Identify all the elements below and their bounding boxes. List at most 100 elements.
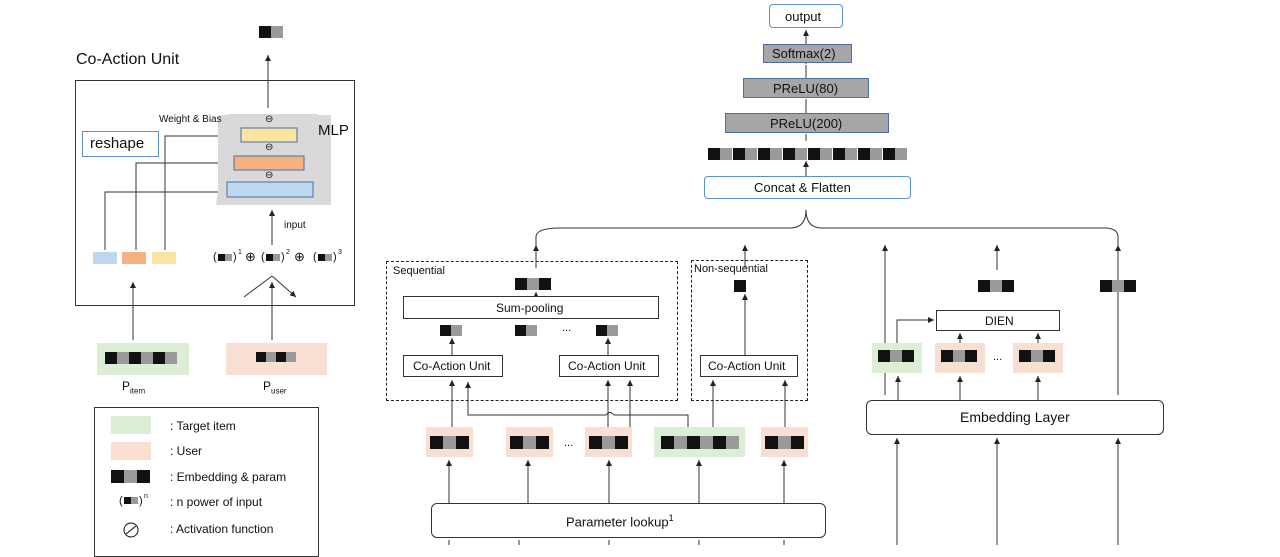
param-chunk-orange	[122, 252, 146, 264]
sequential-group	[386, 261, 678, 401]
embedding-layer-box	[866, 400, 1164, 435]
parameter-lookup-sup: 1	[668, 513, 674, 523]
concat-token	[783, 148, 795, 160]
coaction-unit-box	[403, 355, 503, 377]
dien-seq-token	[1019, 350, 1031, 362]
coaction-title: Co-Action Unit	[76, 51, 180, 68]
p-item-sub: item	[130, 386, 146, 396]
p-item-main: P	[122, 379, 131, 393]
power-token	[318, 254, 325, 261]
pooled-token	[539, 278, 551, 290]
input-token	[536, 436, 549, 449]
concat-token	[808, 148, 820, 160]
dien-label: DIEN	[985, 314, 1014, 328]
parameter-lookup-text: Parameter lookup	[566, 514, 669, 530]
coaction-token	[451, 325, 462, 336]
oplus-symbol: ⊕	[294, 249, 305, 264]
user-embedding-token	[1100, 280, 1112, 292]
input-token	[602, 436, 615, 449]
power-close-paren: )	[233, 251, 237, 263]
input-token	[674, 436, 687, 449]
prelu200-layer	[725, 113, 889, 133]
legend-power-close-paren: )	[139, 495, 143, 507]
user-token	[266, 352, 276, 362]
mlp-label: MLP	[318, 122, 349, 139]
concat-token	[883, 148, 895, 160]
non-sequential-group	[691, 260, 808, 401]
coaction-token	[607, 325, 618, 336]
coaction-token	[526, 325, 537, 336]
mlp-bar-yellow	[240, 127, 298, 143]
power-token	[266, 254, 273, 261]
legend-power-token	[131, 497, 138, 504]
coaction-unit-label: Co-Action Unit	[708, 359, 786, 373]
power-open-paren: (	[261, 251, 265, 263]
concat-token	[870, 148, 882, 160]
legend-target-label: : Target item	[170, 419, 236, 433]
output-token	[259, 26, 271, 38]
input-token	[765, 436, 778, 449]
activation-symbol: ⊖	[265, 170, 274, 181]
softmax-layer	[763, 44, 852, 63]
reshape-label: reshape	[90, 135, 145, 152]
p-user-label: Puser	[263, 380, 287, 395]
item-token	[165, 352, 177, 364]
concat-token	[858, 148, 870, 160]
legend-power-open-paren: (	[119, 495, 123, 507]
legend-power-label: : n power of input	[170, 495, 263, 509]
legend-power-exponent: n	[144, 493, 148, 500]
item-token	[153, 352, 165, 364]
prelu80-label: PReLU(80)	[773, 81, 839, 96]
dien-token	[990, 280, 1002, 292]
dien-box	[936, 310, 1060, 331]
target-to-dien	[896, 317, 934, 343]
legend-activation-slash	[125, 525, 137, 535]
parameter-lookup-label: Parameter lookup1	[566, 513, 674, 530]
concat-token	[745, 148, 757, 160]
user-embedding-token	[1112, 280, 1124, 292]
coaction-panel	[75, 80, 355, 306]
dien-seq-token	[1043, 350, 1055, 362]
concat-token	[795, 148, 807, 160]
output-box	[769, 4, 843, 28]
mlp-bar-orange	[233, 155, 305, 171]
power-open-paren: (	[313, 251, 317, 263]
diagram-lines	[93, 26, 1136, 545]
input-token	[687, 436, 700, 449]
sum-pooling-label: Sum-pooling	[496, 301, 564, 315]
dien-target-token	[902, 350, 914, 362]
param-chunk-blue	[93, 252, 117, 264]
concat-token	[770, 148, 782, 160]
concat-token	[845, 148, 857, 160]
legend-activation-circle	[123, 522, 139, 538]
power-exponent: 3	[338, 249, 342, 256]
user-background	[111, 442, 151, 460]
power-branch-arrows	[243, 275, 296, 297]
activation-symbol: ⊖	[265, 114, 274, 125]
concat-token	[708, 148, 720, 160]
coaction-token	[515, 325, 526, 336]
coaction-unit-box	[700, 355, 798, 377]
mlp-bar-blue	[226, 181, 314, 198]
prelu80-layer	[743, 78, 869, 98]
legend-embedding-token	[124, 470, 137, 483]
legend-power-token	[124, 497, 131, 504]
item-token	[105, 352, 117, 364]
dien-token	[1002, 280, 1014, 292]
legend-embedding-label: : Embedding & param	[170, 470, 287, 484]
legend-user-label: : User	[170, 444, 203, 458]
orange-param-arrow	[135, 160, 234, 250]
item-token	[141, 352, 153, 364]
softmax-label: Softmax(2)	[772, 46, 836, 61]
concat-token	[733, 148, 745, 160]
yellow-param-arrow	[164, 133, 241, 250]
weight-bias-label: Weight & Bias	[159, 114, 222, 125]
power-close-paren: )	[281, 251, 285, 263]
oplus-symbol: ⊕	[245, 249, 256, 264]
sequential-label: Sequential	[393, 265, 445, 277]
dien-token	[978, 280, 990, 292]
ellipsis: ...	[562, 322, 572, 334]
item-token	[117, 352, 129, 364]
blue-param-arrow	[104, 189, 226, 250]
dien-seq-token	[965, 350, 977, 362]
